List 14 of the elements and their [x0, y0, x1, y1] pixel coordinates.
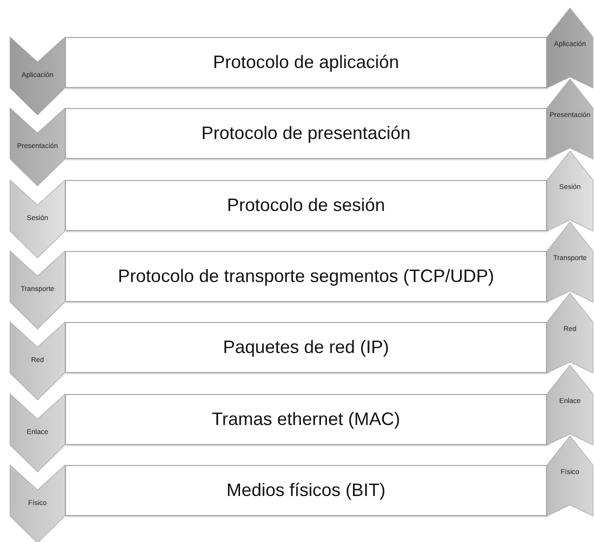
layer-box [65, 250, 547, 302]
layer-box [65, 394, 547, 444]
layer-box [65, 464, 547, 516]
protocol-label: Protocolo de transporte segmentos (TCP/UDP) [118, 266, 494, 287]
protocol-label: Paquetes de red (IP) [222, 337, 390, 358]
layer-box [65, 322, 547, 374]
layer-box [65, 108, 547, 160]
layer-box [65, 180, 547, 231]
protocol-label: Protocolo de aplicación [212, 52, 400, 73]
protocol-label: Protocolo de presentación [201, 123, 411, 144]
protocol-label: Tramas ethernet (MAC) [212, 408, 400, 430]
protocol-label: Protocolo de sesión [226, 194, 386, 216]
protocol-label: Medios físicos (BIT) [226, 480, 386, 501]
layer-box [65, 37, 547, 88]
